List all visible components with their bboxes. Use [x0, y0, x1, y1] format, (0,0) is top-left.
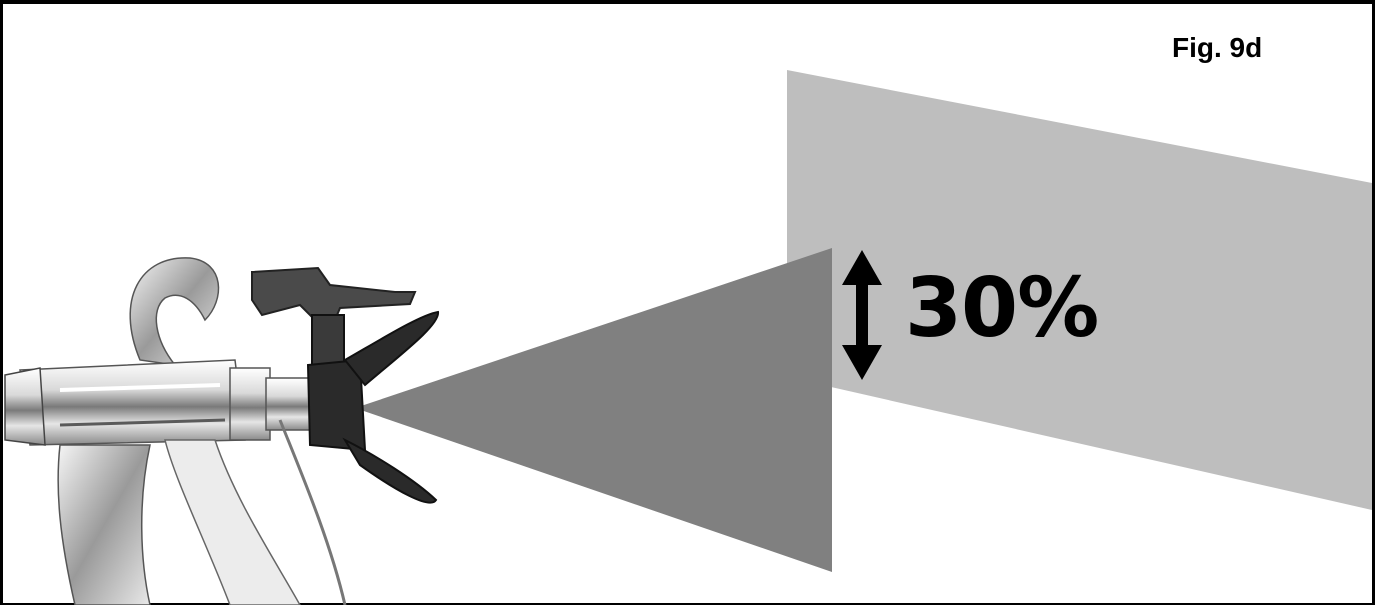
coverage-percentage: 30%: [905, 261, 1099, 356]
target-surface: [787, 70, 1372, 510]
spray-gun-icon: [4, 257, 347, 605]
double-arrow-vertical-icon: [842, 250, 882, 380]
spray-fan: [355, 248, 832, 572]
tip-guard-icon: [251, 266, 439, 504]
figure-label: Fig. 9d: [1172, 32, 1263, 63]
